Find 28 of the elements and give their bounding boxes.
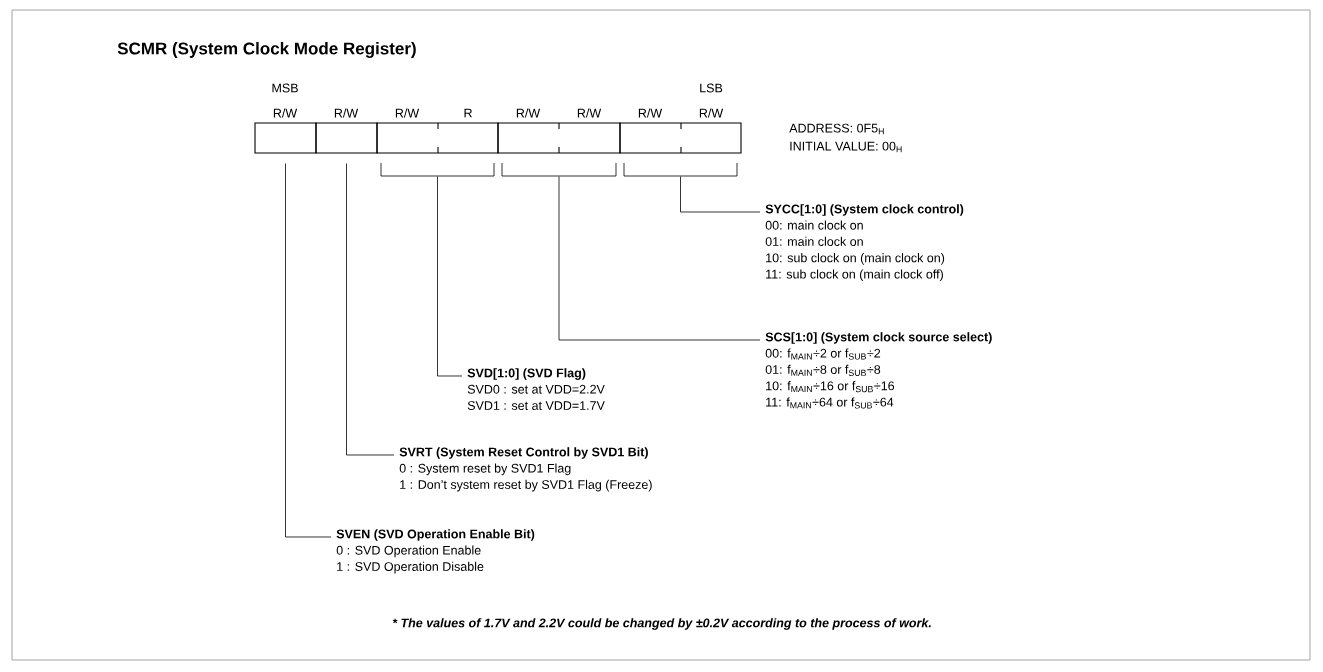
register-field (497, 122, 621, 154)
initial-value-text: INITIAL VALUE: 00$_{H}$ (790, 141, 902, 153)
field-description: SCS[1:0] (System clock source select) 00: f$_{MAIN}$÷2 or f$_{SUB}$÷2 01: f$_{MAIN}$÷8 or f$_{SUB}$÷8 10: f$_{MAIN}$÷16 or f$_{SUB}$÷16 11: f$_{MAIN}$÷64 or f$_{SUB}$÷64 (765, 332, 992, 409)
access-label: R/W (638, 108, 663, 118)
lsb-label: LSB (700, 83, 723, 93)
address-text: ADDRESS: 0F5$_{H}$ (789, 123, 884, 135)
msb-label: MSB (272, 83, 298, 93)
leader-line (437, 176, 463, 377)
register-field (376, 122, 499, 154)
register-field (619, 122, 742, 154)
field-description: SVEN (SVD Operation Enable Bit) 0 : SVD Operation Enable 1 : SVD Operation Disable (336, 529, 535, 574)
footnote: * The values of 1.7V and 2.2V could be changed by ±0.2V according to the process of work. (392, 618, 931, 630)
register-field (254, 122, 317, 154)
access-label: R/W (334, 108, 359, 118)
field-description: SVRT (System Reset Control by SVD1 Bit) 0 : System reset by SVD1 Flag 1 : Don’t system reset by SVD1 Flag (Freeze) (399, 447, 652, 492)
access-label: R/W (516, 108, 541, 118)
field-description: SYCC[1:0] (System clock control) 00: main clock on 01: main clock on 10: sub clock on (main clock on) 11: sub clock on (main clock off) (765, 204, 964, 282)
access-label: R (464, 108, 472, 118)
leader-line (558, 176, 761, 341)
register-field (315, 122, 378, 154)
diagram-title: SCMR (System Clock Mode Register) (117, 42, 416, 58)
field-description: SVD[1:0] (SVD Flag) SVD0 : set at VDD=2.2V SVD1 : set at VDD=1.7V (467, 368, 605, 410)
leader-line (285, 163, 332, 538)
access-label: R/W (395, 108, 420, 118)
leader-line (346, 163, 395, 456)
access-label: R/W (273, 108, 298, 118)
leader-line (680, 176, 761, 213)
access-label: R/W (577, 108, 602, 118)
